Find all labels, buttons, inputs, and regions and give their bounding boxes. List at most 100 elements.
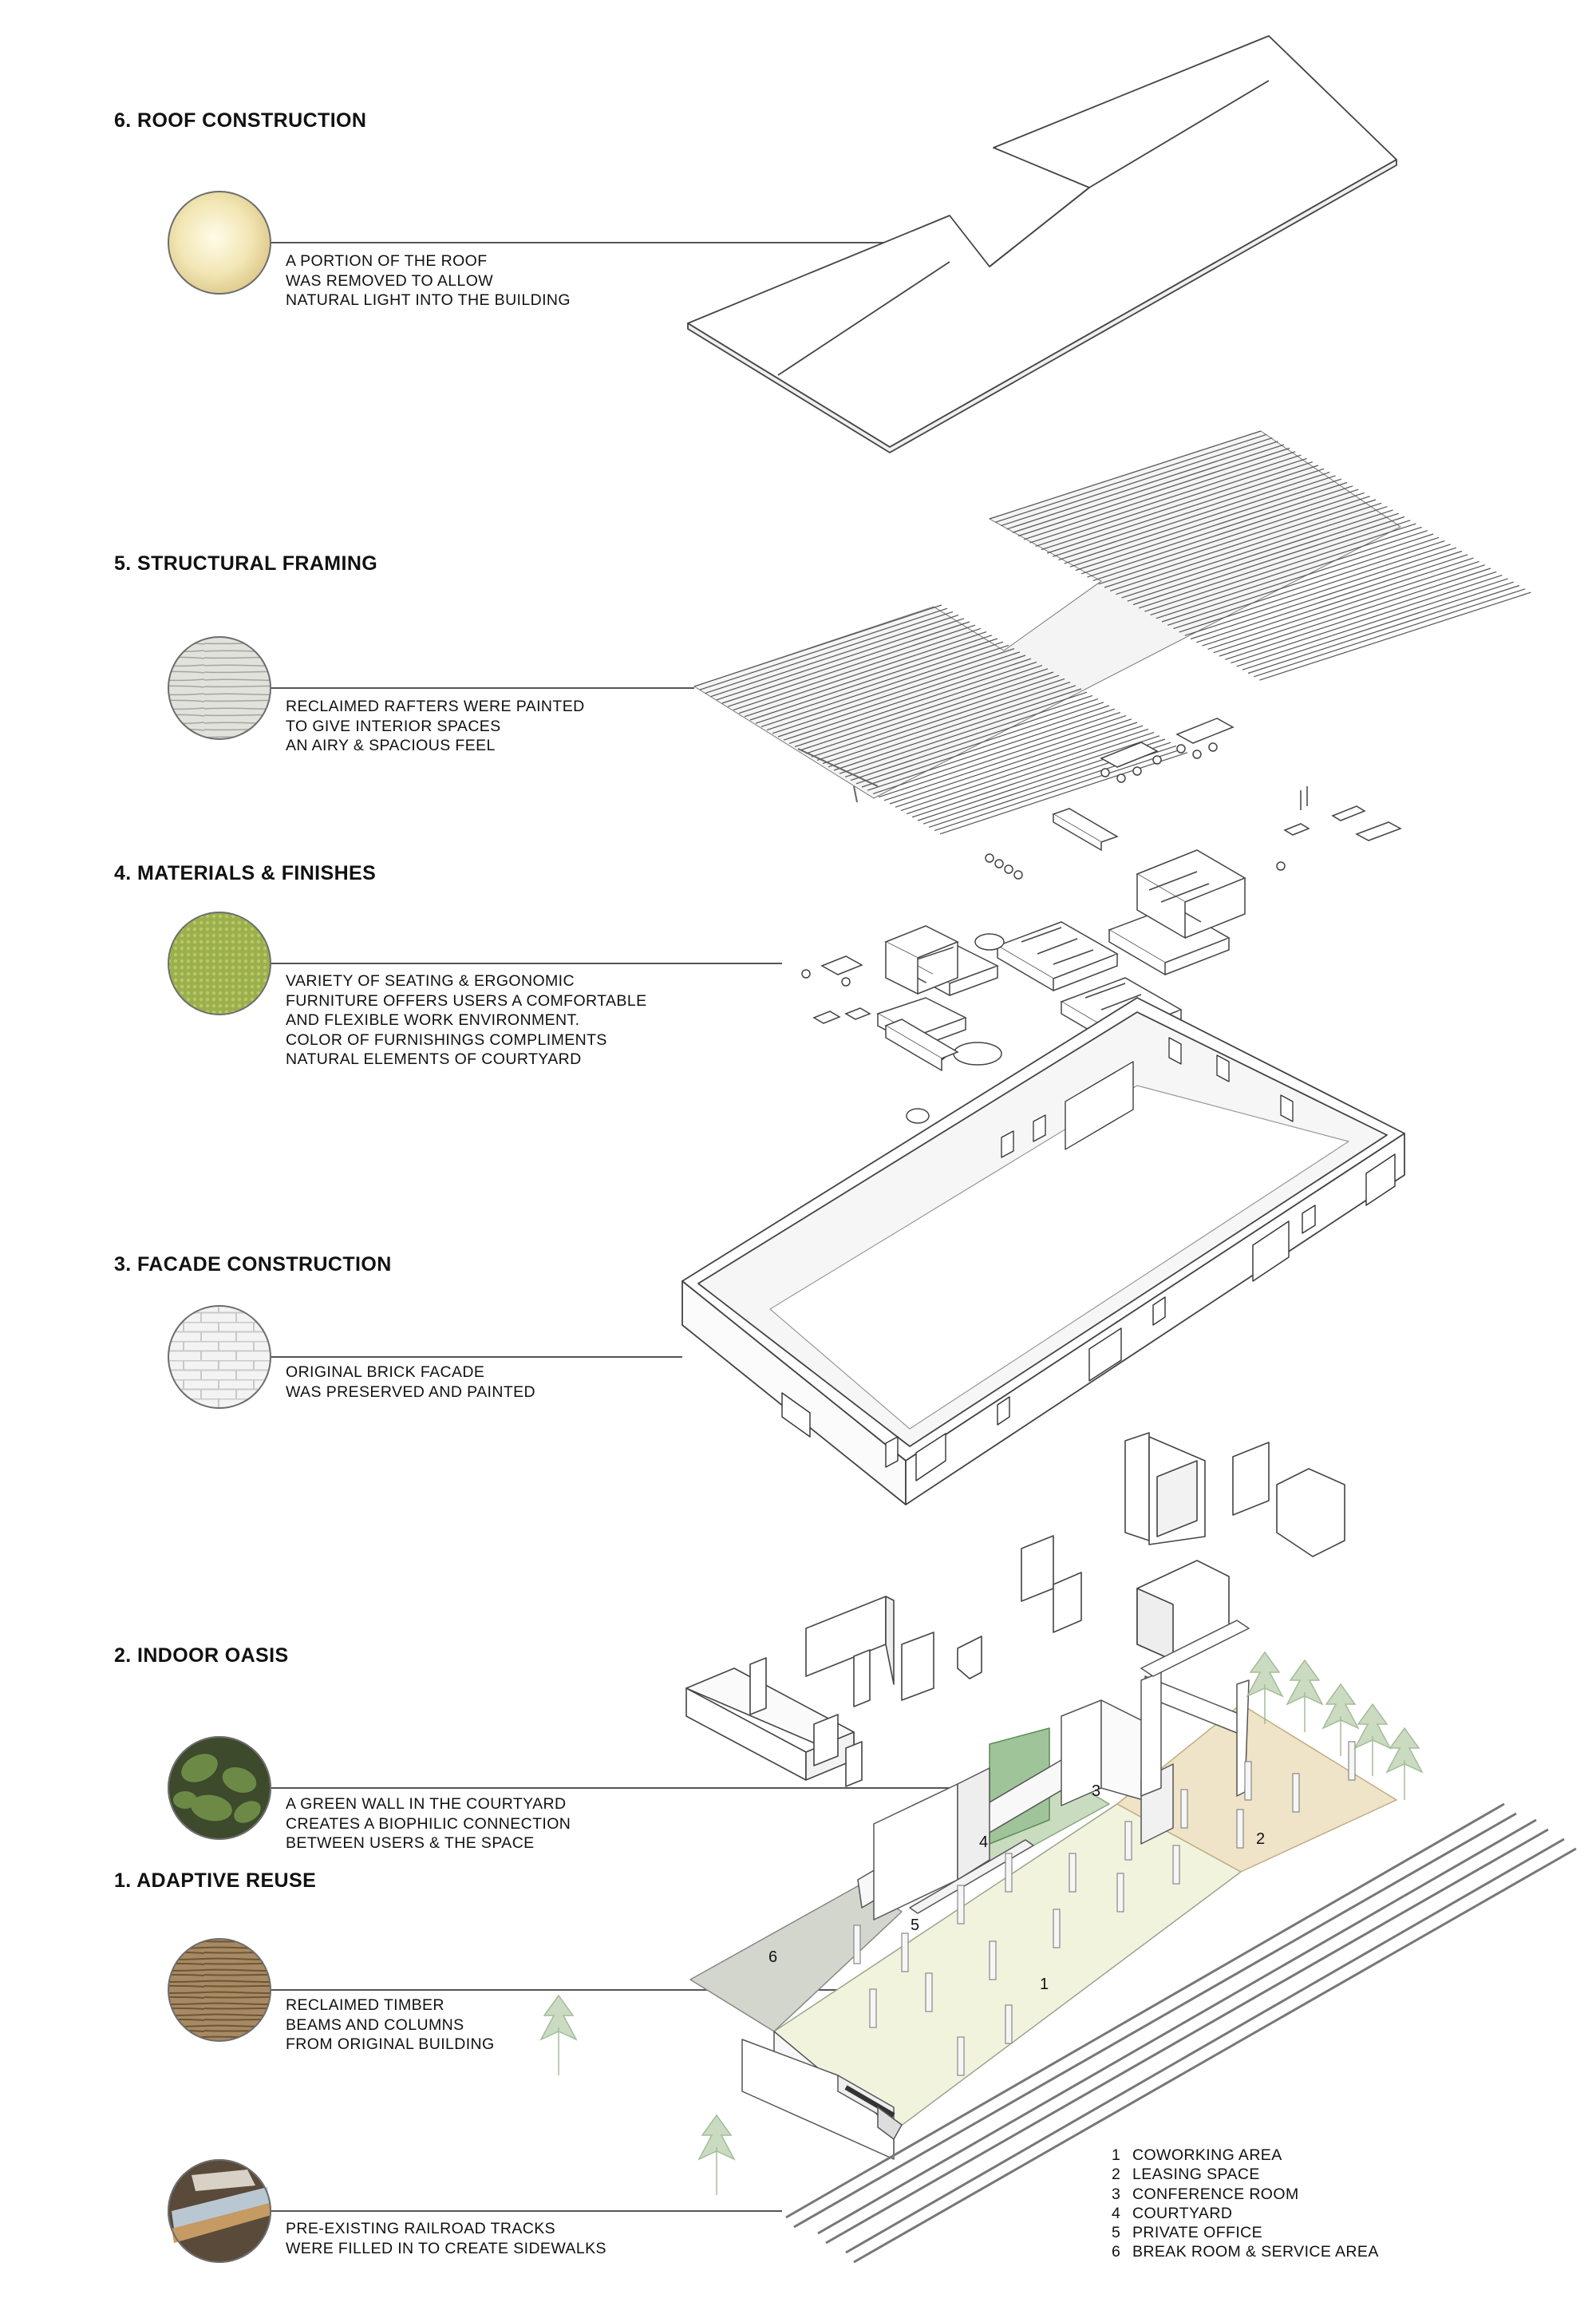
- rafter: [1156, 530, 1428, 619]
- column: [1069, 1853, 1077, 1893]
- heading-indoor-oasis: 2. INDOOR OASIS: [114, 1644, 289, 1667]
- chairs-row: [985, 853, 1023, 880]
- rafter: [721, 621, 970, 704]
- rafter: [1104, 499, 1377, 588]
- rafter: [844, 694, 1093, 777]
- workstations-a: [996, 921, 1119, 992]
- rafter: [872, 711, 1121, 794]
- rafter: [716, 618, 965, 701]
- reception-desk: [884, 1019, 959, 1072]
- rafter: [816, 678, 1065, 761]
- rafter: [1046, 465, 1319, 554]
- roof-layer: [687, 35, 1397, 453]
- rafter: [1139, 520, 1411, 609]
- rafter: [822, 682, 1071, 765]
- rafter: [1098, 496, 1370, 585]
- legend-number: 4: [1112, 2204, 1121, 2222]
- tree-icon: [1353, 1703, 1392, 1776]
- timber-grain-swatch: [168, 1938, 271, 2042]
- ground-floor-layer: [689, 1620, 1397, 2160]
- rafter: [755, 641, 1004, 724]
- column: [1180, 1789, 1188, 1829]
- rafter: [811, 674, 1060, 758]
- rafter: [693, 604, 942, 687]
- rafter: [1127, 512, 1399, 602]
- rafter: [911, 735, 1160, 818]
- side-items: [1276, 786, 1402, 871]
- rafter: [760, 644, 1009, 727]
- rafter: [1012, 444, 1284, 533]
- railroad-tracks: [785, 1802, 1577, 2264]
- plan-label-4: 4: [979, 1833, 988, 1851]
- column: [1124, 1821, 1132, 1861]
- rafter: [1053, 468, 1325, 557]
- roof-panel: [687, 35, 1397, 448]
- heading-facade-construction: 3. FACADE CONSTRUCTION: [114, 1253, 392, 1276]
- rafter: [1075, 481, 1348, 572]
- facade-back-windows: [1001, 1037, 1294, 1158]
- rafter: [777, 655, 1026, 738]
- rafter: [1190, 550, 1463, 640]
- small-tables: [812, 1007, 871, 1024]
- rafter: [1254, 588, 1526, 678]
- legend-number: 1: [1112, 2146, 1121, 2164]
- rafter: [867, 708, 1116, 791]
- column: [1244, 1761, 1252, 1801]
- description-reuse: RECLAIMED TIMBER BEAMS AND COLUMNS FROM …: [286, 1996, 495, 2053]
- rafter: [1184, 547, 1456, 636]
- rafter: [906, 732, 1155, 815]
- column: [1348, 1741, 1356, 1781]
- legend-number: 2: [1112, 2166, 1121, 2184]
- kitchen-unit: [884, 925, 959, 995]
- rafter: [1087, 489, 1359, 578]
- tree-icon: [1246, 1651, 1284, 1724]
- heading-structural-framing: 5. STRUCTURAL FRAMING: [114, 552, 378, 575]
- rafter: [1259, 591, 1531, 681]
- rafter: [1116, 506, 1388, 595]
- legend-number: 3: [1112, 2185, 1121, 2203]
- rafter: [900, 728, 1149, 811]
- tree-icon: [1321, 1683, 1360, 1756]
- rafter: [1024, 451, 1296, 540]
- rafter: [1041, 461, 1313, 551]
- rafter: [783, 658, 1032, 741]
- legend-number: 6: [1112, 2243, 1121, 2261]
- green-fabric-swatch: [168, 912, 271, 1015]
- rafter: [883, 718, 1132, 801]
- rafter: [1207, 560, 1479, 650]
- tree-icon: [1286, 1659, 1324, 1732]
- plan-label-2: 2: [1256, 1830, 1265, 1848]
- column: [957, 1885, 965, 1924]
- zone-break-room: [689, 1883, 903, 2032]
- rafter: [699, 607, 948, 690]
- rafter: [861, 705, 1110, 788]
- rafter: [839, 691, 1088, 774]
- rafter: [1144, 523, 1416, 612]
- column: [925, 1972, 933, 2012]
- rafter-shadow: [693, 430, 1401, 799]
- rafter: [1242, 581, 1514, 670]
- oasis-walls-layer: [685, 1432, 1345, 1787]
- rafter: [744, 635, 993, 718]
- structural-framing-layer: [693, 430, 1531, 835]
- rafter: [1225, 571, 1497, 660]
- rafters: [693, 430, 1531, 835]
- column: [901, 1932, 909, 1972]
- facade-inner-floor: [769, 1085, 1349, 1430]
- rafter: [1001, 437, 1273, 527]
- rafter: [749, 638, 998, 721]
- rafter: [939, 752, 1188, 835]
- plan-label-6: 6: [768, 1948, 777, 1966]
- rafter: [895, 725, 1144, 808]
- column: [869, 1988, 877, 2028]
- description-railroad: PRE-EXISTING RAILROAD TRACKS WERE FILLED…: [286, 2220, 606, 2257]
- description-facade: ORIGINAL BRICK FACADE WAS PRESERVED AND …: [286, 1363, 536, 1401]
- rafter: [1058, 472, 1330, 561]
- column: [989, 1940, 997, 1980]
- plan-label-5: 5: [911, 1917, 919, 1934]
- meeting-table-2: [1175, 718, 1235, 759]
- rafter: [1247, 584, 1520, 674]
